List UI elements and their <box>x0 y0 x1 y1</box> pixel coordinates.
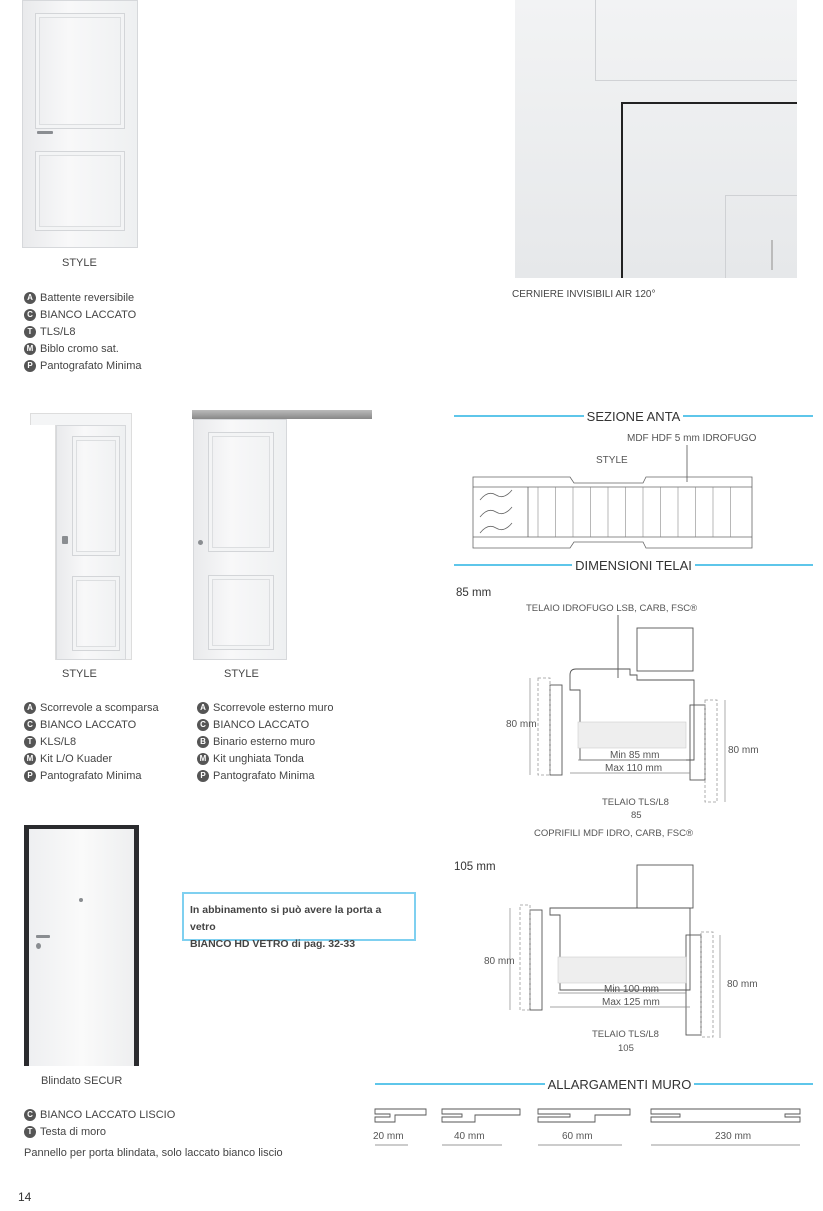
section-header-sezione: SEZIONE ANTA <box>454 408 814 424</box>
badge-icon: P <box>24 769 36 782</box>
badge-icon: A <box>24 701 36 714</box>
badge-icon: C <box>24 308 36 321</box>
svg-text:85: 85 <box>631 810 642 821</box>
svg-text:TELAIO TLS/L8: TELAIO TLS/L8 <box>592 1029 659 1040</box>
product-name: Blindato SECUR <box>41 1075 123 1087</box>
badge-icon: B <box>197 735 209 748</box>
allargamenti-profiles: 20 mm 40 mm 60 mm 230 mm <box>373 1108 801 1146</box>
badge-icon: C <box>24 1108 36 1121</box>
hinge-photo <box>515 0 797 278</box>
badge-icon: P <box>197 769 209 782</box>
svg-text:40 mm: 40 mm <box>454 1131 485 1142</box>
sliding-rail <box>192 410 372 419</box>
svg-text:230 mm: 230 mm <box>715 1131 751 1142</box>
svg-text:Min 85 mm: Min 85 mm <box>610 750 659 761</box>
badge-icon: T <box>24 735 36 748</box>
frame-size-105: 105 mm <box>454 861 496 873</box>
svg-text:Max 110 mm: Max 110 mm <box>605 763 662 774</box>
svg-text:TELAIO IDROFUGO LSB, CARB, FSC: TELAIO IDROFUGO LSB, CARB, FSC® <box>526 603 697 614</box>
badge-icon: T <box>24 325 36 338</box>
svg-text:COPRIFILI MDF IDRO, CARB, FSC®: COPRIFILI MDF IDRO, CARB, FSC® <box>534 828 693 839</box>
svg-text:Max 125 mm: Max 125 mm <box>602 997 660 1008</box>
svg-text:105: 105 <box>618 1043 634 1054</box>
svg-text:MDF HDF 5 mm IDROFUGO: MDF HDF 5 mm IDROFUGO <box>627 433 757 444</box>
svg-text:Min 100 mm: Min 100 mm <box>604 984 659 995</box>
door-image-style-battente <box>22 0 138 248</box>
svg-text:80 mm: 80 mm <box>484 956 515 967</box>
frame-size-85: 85 mm <box>456 587 492 599</box>
badge-icon: C <box>24 718 36 731</box>
hinge-caption: CERNIERE INVISIBILI AIR 120° <box>512 289 656 300</box>
badge-icon: P <box>24 359 36 372</box>
svg-text:20 mm: 20 mm <box>373 1131 404 1142</box>
product-name: STYLE <box>224 668 259 680</box>
frame-diagram-85: TELAIO IDROFUGO LSB, CARB, FSC® 80 mm 80… <box>506 603 759 839</box>
svg-text:TELAIO TLS/L8: TELAIO TLS/L8 <box>602 797 669 808</box>
badge-icon: T <box>24 1125 36 1138</box>
product-name: STYLE <box>62 257 97 269</box>
svg-text:80 mm: 80 mm <box>506 719 537 730</box>
svg-text:80 mm: 80 mm <box>728 745 759 756</box>
door-image-style-esterno <box>193 419 287 660</box>
note-box: In abbinamento si può avere la porta a v… <box>182 892 416 950</box>
section-header-allargamenti: ALLARGAMENTI MURO <box>375 1076 813 1092</box>
door-image-blindato <box>24 825 139 1066</box>
svg-text:80 mm: 80 mm <box>727 979 758 990</box>
svg-text:60 mm: 60 mm <box>562 1131 593 1142</box>
page-number: 14 <box>18 1190 32 1204</box>
badge-icon: M <box>24 752 36 765</box>
frame-diagram-105: 80 mm 80 mm Min 100 mm Max 125 mm TELAIO… <box>484 864 758 1054</box>
section-header-telai: DIMENSIONI TELAI <box>454 557 814 573</box>
section-diagram: MDF HDF 5 mm IDROFUGO STYLE <box>472 433 757 549</box>
door-panel <box>35 151 125 231</box>
badge-icon: A <box>197 701 209 714</box>
badge-icon: M <box>197 752 209 765</box>
door-image-style-scomparsa <box>56 425 126 660</box>
product-note: Pannello per porta blindata, solo laccat… <box>24 1147 283 1159</box>
badge-icon: M <box>24 342 36 355</box>
badge-icon: C <box>197 718 209 731</box>
svg-text:STYLE: STYLE <box>596 455 628 466</box>
badge-icon: A <box>24 291 36 304</box>
product-name: STYLE <box>62 668 97 680</box>
door-handle <box>37 131 53 134</box>
door-panel <box>35 13 125 129</box>
